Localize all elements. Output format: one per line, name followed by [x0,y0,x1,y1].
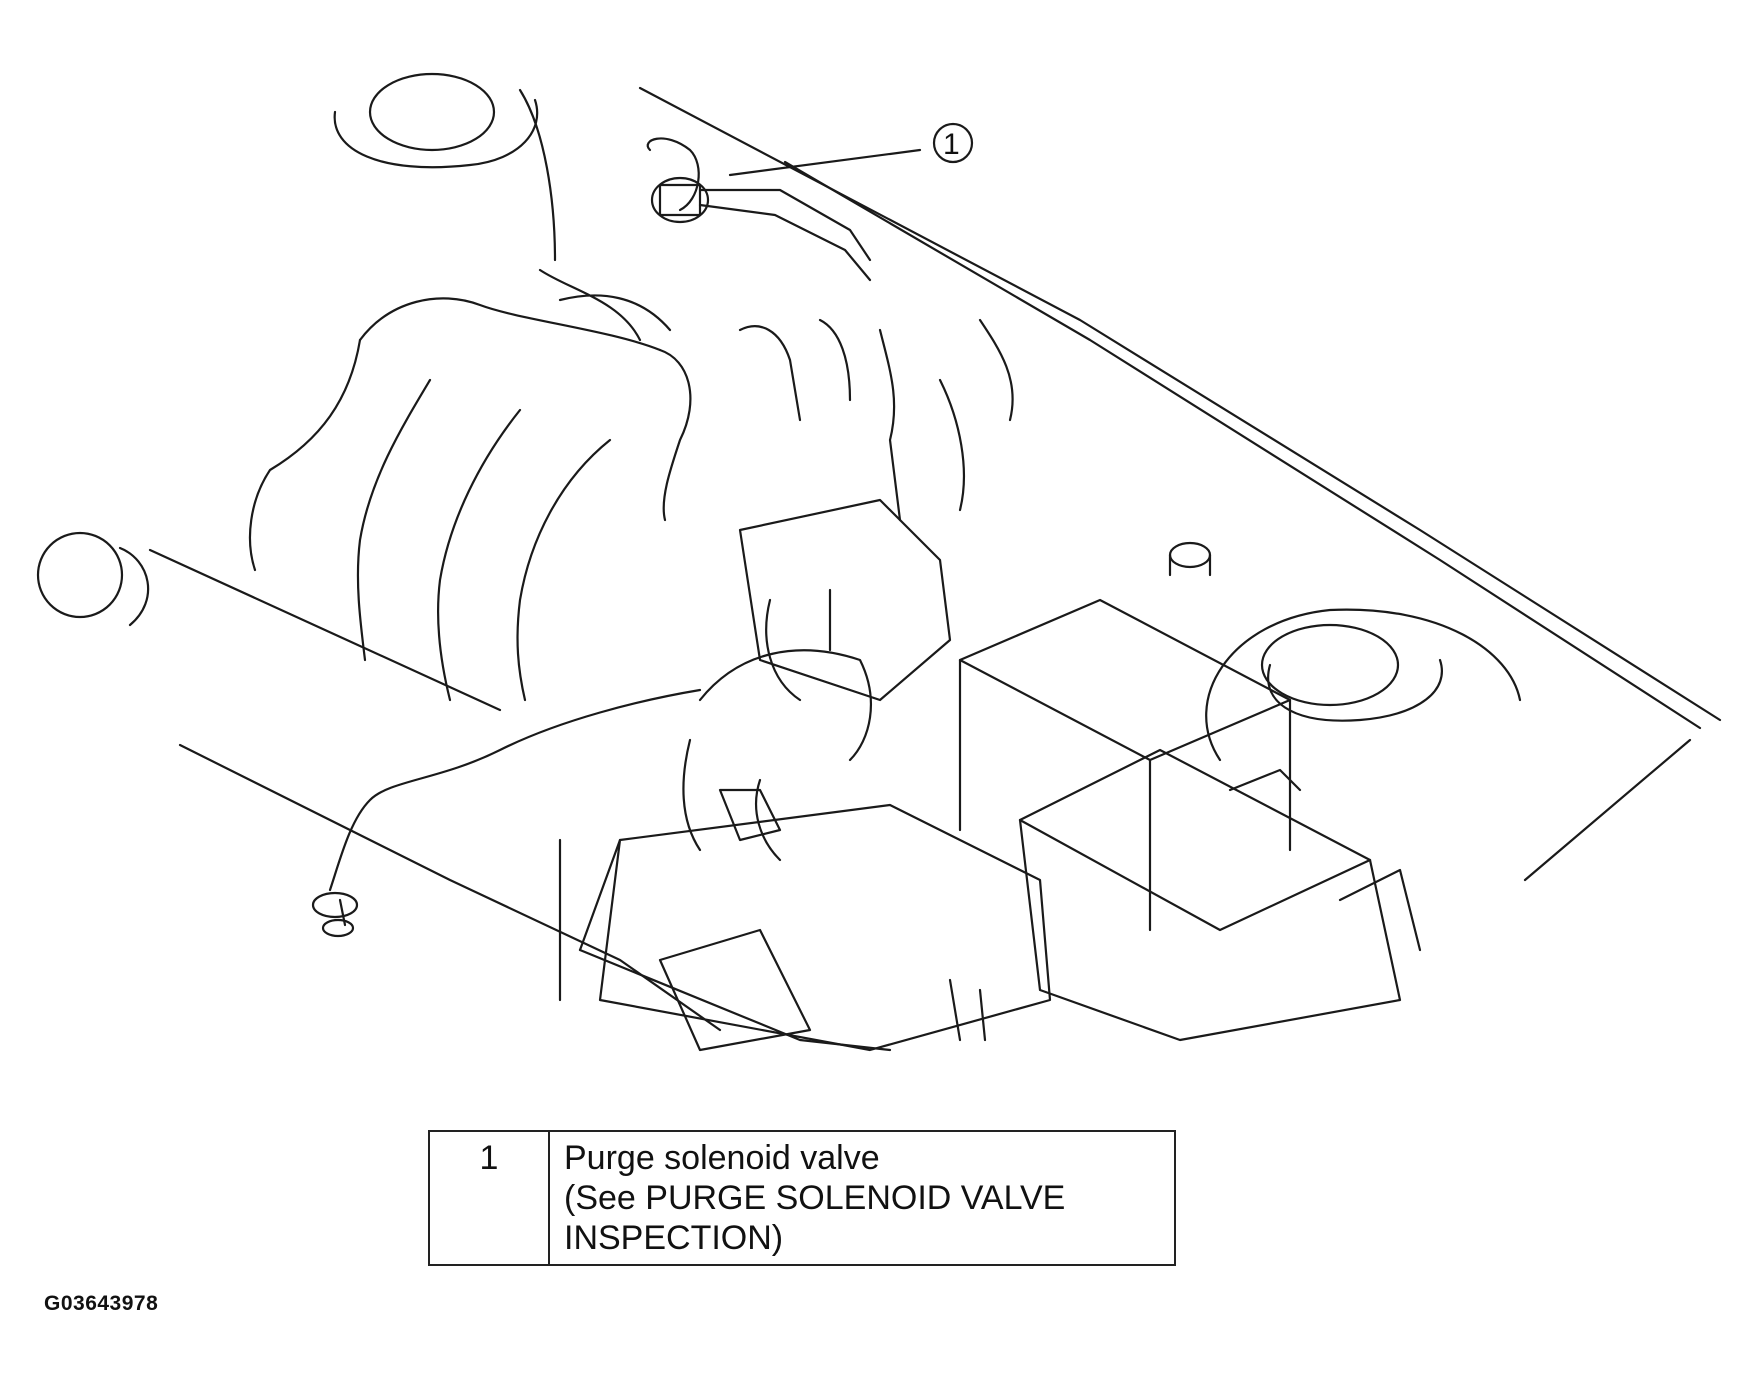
callout-number: 1 [943,128,960,161]
left-strut-tower [333,72,557,262]
left-fender [36,531,722,1032]
callout-1: 1 [728,122,974,177]
air-cleaner-box [578,803,1052,1052]
legend-item-description: Purge solenoid valve (See PURGE SOLENOID… [548,1130,1176,1266]
legend-item-number: 1 [428,1130,550,1266]
vacuum-hoses [738,318,1014,522]
legend-row: 1 Purge solenoid valve (See PURGE SOLENO… [428,1130,1176,1266]
figure-id: G03643978 [44,1292,159,1315]
throttle-body [738,498,952,702]
battery [958,541,1292,932]
intake-duct [682,649,872,862]
legend-line: (See PURGE SOLENOID VALVE [564,1179,1066,1217]
cowl-panel [638,86,1722,882]
legend-line: Purge solenoid valve [564,1139,880,1177]
intake-manifold [248,268,692,702]
purge-solenoid-valve [646,137,872,282]
legend-table: 1 Purge solenoid valve (See PURGE SOLENO… [428,1130,1176,1266]
legend-line: INSPECTION) [564,1219,784,1257]
right-strut-tower [1205,608,1522,762]
fuel-line [311,688,702,938]
fuse-box [1018,748,1422,1042]
